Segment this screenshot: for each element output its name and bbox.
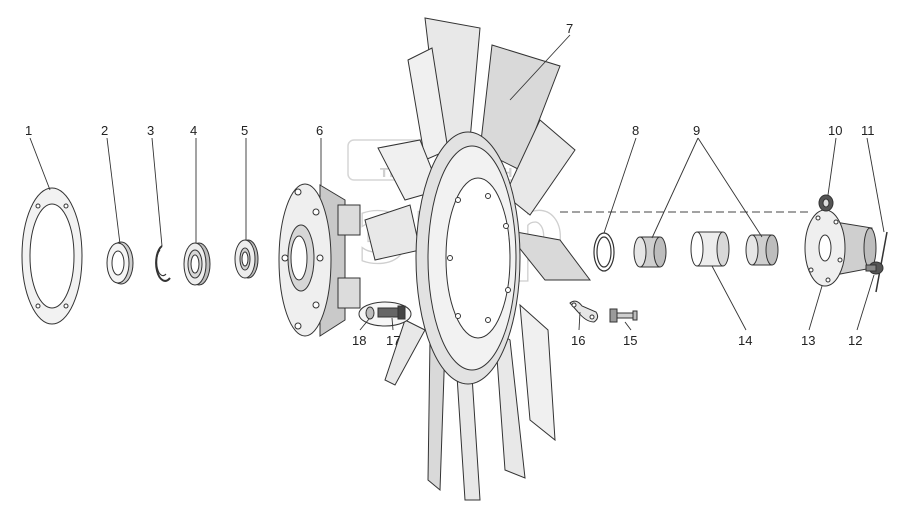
part-9-bushing-b <box>745 234 779 266</box>
leader-lines <box>29 34 885 331</box>
callout-13: 13 <box>801 333 815 348</box>
callout-3: 3 <box>147 123 154 138</box>
callout-15: 15 <box>623 333 637 348</box>
part-17-18-bolt-group <box>358 301 412 327</box>
part-5-bearing <box>234 239 259 279</box>
callout-18: 18 <box>352 333 366 348</box>
part-14-sleeve <box>690 231 730 267</box>
part-11-pin <box>875 231 888 293</box>
part-13-flange <box>804 209 877 287</box>
callout-1: 1 <box>25 123 32 138</box>
part-3-circlip <box>155 245 171 282</box>
callout-6: 6 <box>316 123 323 138</box>
part-8-o-ring <box>593 232 615 272</box>
callout-11: 11 <box>861 123 875 138</box>
part-16-lock-plate <box>569 300 599 323</box>
callout-9: 9 <box>693 123 700 138</box>
callout-12: 12 <box>848 333 862 348</box>
part-10-nut <box>818 194 834 212</box>
callout-2: 2 <box>101 123 108 138</box>
part-9-bushing-a <box>633 236 667 268</box>
part-4-bearing <box>183 242 211 286</box>
callout-17: 17 <box>386 333 400 348</box>
callout-5: 5 <box>241 123 248 138</box>
callout-labels: 1 2 3 4 5 6 7 8 9 10 11 12 13 14 15 16 1… <box>25 21 875 348</box>
callout-10: 10 <box>828 123 842 138</box>
callout-16: 16 <box>571 333 585 348</box>
callout-14: 14 <box>738 333 752 348</box>
part-15-bolt <box>609 308 638 323</box>
callout-7: 7 <box>566 21 573 36</box>
callout-8: 8 <box>632 123 639 138</box>
callout-4: 4 <box>190 123 197 138</box>
part-12-bolt <box>865 261 884 275</box>
part-1-gasket <box>21 187 83 325</box>
part-7-fan <box>364 17 591 501</box>
part-6-hub-housing <box>278 183 361 337</box>
part-2-seal <box>106 241 134 285</box>
